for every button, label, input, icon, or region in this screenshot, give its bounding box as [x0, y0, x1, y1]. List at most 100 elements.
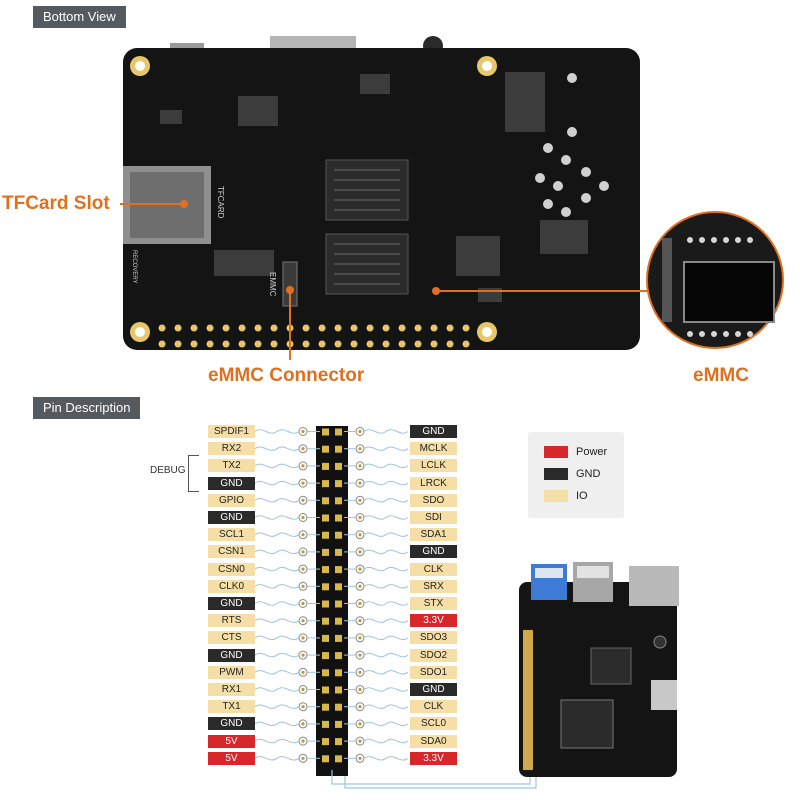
header-pin-left-1 [322, 428, 329, 436]
pin-right-6: SDI [410, 511, 457, 524]
header-pin-left-10 [322, 583, 329, 591]
pin-left-6: GND [208, 511, 255, 524]
header-pin-left-14 [322, 652, 329, 660]
legend-power-swatch [544, 446, 568, 458]
wire-right-1 [363, 429, 409, 434]
wire-left-3 [254, 463, 300, 469]
pin-marker-dot-right-8 [358, 550, 362, 554]
silk-tfcard: TFCARD [216, 186, 225, 219]
pin-marker-dot-right-15 [358, 670, 362, 674]
wire-right-2 [363, 446, 409, 451]
silk-emmc: EMMC [268, 272, 277, 297]
wire-left-7 [254, 532, 300, 537]
wire-left-1 [254, 429, 300, 434]
header-pin-left-5 [322, 497, 329, 505]
header-pin-right-3 [335, 462, 342, 470]
pin-marker-dot-left-12 [301, 619, 305, 623]
header-pin-right-7 [335, 531, 342, 539]
pin-marker-dot-left-2 [301, 447, 305, 451]
pin-right-18: SCL0 [410, 717, 457, 731]
link-wire-2 [344, 772, 537, 789]
pin-marker-dot-right-18 [358, 722, 362, 726]
pin-right-15: SDO1 [410, 665, 457, 679]
header-pin-right-6 [335, 514, 342, 522]
pin-left-10: CLK0 [208, 579, 255, 593]
pin-marker-dot-right-6 [358, 515, 362, 520]
tfcard-slot-callout: TFCard Slot [2, 193, 110, 214]
pin-marker-dot-left-18 [301, 722, 305, 726]
pin-right-4: LRCK [410, 476, 457, 490]
pin-right-16: GND [410, 683, 457, 696]
silk-recovery: RECOVERY [131, 250, 137, 284]
pin-right-7: SDA1 [410, 528, 457, 542]
pin-marker-dot-right-2 [358, 447, 362, 451]
header-pin-left-2 [322, 445, 329, 453]
wire-left-5 [254, 498, 300, 503]
header-pin-right-16 [335, 686, 342, 694]
pin-right-10: SRX [410, 579, 457, 593]
wire-left-9 [254, 566, 300, 572]
wire-right-8 [363, 549, 409, 555]
wire-right-15 [363, 670, 409, 675]
pin-left-4: GND [208, 476, 255, 490]
pin-marker-dot-left-9 [301, 567, 305, 571]
header-pin-left-20 [322, 755, 329, 763]
pin-right-11: STX [410, 597, 457, 610]
pin-marker-dot-left-15 [301, 670, 305, 674]
pin-marker-dot-right-12 [358, 619, 362, 623]
wire-right-16 [363, 687, 409, 692]
pin-marker-dot-left-7 [301, 533, 305, 537]
pin-right-13: SDO3 [410, 631, 457, 645]
pin-marker-dot-right-7 [358, 533, 362, 537]
header-pin-right-4 [335, 480, 342, 488]
pin-left-18: GND [208, 717, 255, 731]
pin-marker-dot-left-1 [301, 429, 305, 434]
header-pin-left-15 [322, 669, 329, 677]
header-pin-right-15 [335, 669, 342, 677]
pin-marker-dot-left-6 [301, 515, 305, 520]
pin-left-3: TX2 [208, 459, 255, 473]
pin-left-17: TX1 [208, 700, 255, 714]
pin-marker-dot-right-19 [358, 739, 362, 743]
pin-connection-diagram [254, 426, 537, 789]
pin-left-2: RX2 [208, 442, 255, 456]
header-pin-left-9 [322, 566, 329, 574]
wire-right-14 [363, 652, 409, 658]
wire-right-17 [363, 704, 409, 709]
legend-io-label: IO [576, 490, 588, 502]
pin-left-8: CSN1 [208, 545, 255, 559]
pin-marker-dot-left-11 [301, 601, 305, 606]
pin-marker-dot-right-9 [358, 567, 362, 571]
pin-right-14: SDO2 [410, 648, 457, 662]
pin-marker-dot-left-17 [301, 705, 305, 709]
header-pin-left-7 [322, 531, 329, 539]
header-pin-left-6 [322, 514, 329, 522]
wire-left-17 [254, 704, 300, 709]
header-pin-right-2 [335, 445, 342, 453]
pin-marker-dot-left-13 [301, 636, 305, 640]
wire-right-19 [363, 738, 409, 744]
header-pin-right-19 [335, 738, 342, 746]
pin-marker-dot-right-17 [358, 705, 362, 709]
header-pin-left-19 [322, 738, 329, 746]
pin-left-7: SCL1 [208, 528, 255, 542]
pin-marker-dot-left-5 [301, 498, 305, 502]
header-pin-left-17 [322, 703, 329, 711]
pin-left-1: SPDIF1 [208, 425, 255, 438]
pin-right-1: GND [410, 425, 457, 438]
pin-description-tab: Pin Description [33, 397, 141, 419]
header-pin-right-20 [335, 755, 342, 763]
header-pin-left-3 [322, 462, 329, 470]
header-pin-left-4 [322, 480, 329, 488]
link-wire [331, 770, 531, 785]
wire-right-12 [363, 618, 409, 623]
legend-io-swatch [544, 490, 568, 502]
header-pin-right-1 [335, 428, 342, 436]
pin-right-8: GND [410, 545, 457, 559]
pin-left-9: CSN0 [208, 562, 255, 576]
legend-power-label: Power [576, 446, 608, 458]
debug-label: DEBUG [150, 465, 186, 476]
pin-right-19: SDA0 [410, 734, 457, 748]
header-pin-right-5 [335, 497, 342, 505]
pin-marker-dot-right-13 [358, 636, 362, 640]
